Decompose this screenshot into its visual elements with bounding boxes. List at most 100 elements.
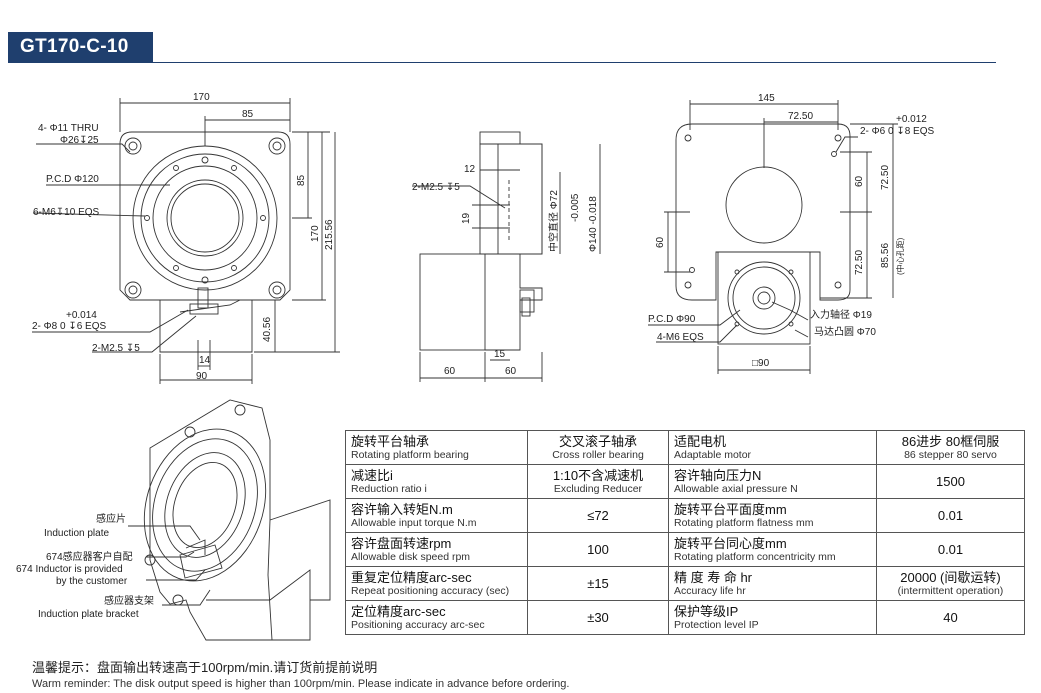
spec-label-zh: 旋转平台平面度mm [674, 501, 787, 517]
spec-value-en: (intermittent operation) [897, 584, 1004, 597]
spec-label-en: Rotating platform bearing [351, 448, 469, 461]
front-thread-note: 6-M6↧10 EQS [33, 207, 100, 218]
spec-label-zh: 旋转平台轴承 [351, 433, 430, 449]
spec-value-zh: 86进步 80框伺服 [901, 433, 1000, 449]
iso-label1-en: Induction plate [44, 528, 109, 539]
front-hole-note-1: 4- Φ11 THRU [38, 123, 99, 134]
rear-pin-tol: +0.012 [896, 114, 927, 125]
spec-value-zh: 20000 (间歇运转) [900, 569, 1001, 585]
spec-label-en: Allowable disk speed rpm [351, 550, 471, 563]
iso-label2-en1: 674 Inductor is provided [16, 564, 123, 575]
rear-dim-8556: 85.56 [880, 243, 891, 268]
spec-label-zh: 精 度 寿 命 hr [674, 569, 753, 585]
rear-dim-7250-v2: 72.50 [854, 250, 865, 275]
spec-label-zh: 容许盘面转速rpm [351, 535, 452, 551]
title-bar [8, 32, 153, 63]
iso-view-drawing [128, 399, 331, 641]
spec-value-en: 86 stepper 80 servo [904, 448, 997, 461]
rear-dim-60b: 60 [655, 236, 666, 248]
spec-label-en: Accuracy life hr [674, 584, 746, 597]
spec-value: ≤72 [587, 507, 609, 523]
iso-label2-en2: by the customer [56, 576, 128, 587]
spec-label-en: Adaptable motor [674, 448, 752, 461]
page-title: GT170-C-10 [20, 36, 129, 57]
spec-label-en: Allowable axial pressure N [674, 482, 798, 495]
spec-label-en: Allowable input torque N.m [351, 516, 477, 529]
spec-value-en: Excluding Reducer [553, 482, 643, 495]
rear-thread-note: 4-M6 EQS [657, 332, 704, 343]
spec-label-en: Reduction ratio i [351, 482, 427, 495]
rear-pin-note: 2- Φ6 0 ↧8 EQS [860, 126, 934, 137]
spec-value-en: Cross roller bearing [552, 448, 644, 461]
front-dim-half-v: 85 [296, 174, 307, 186]
side-od-note: Φ140 -0.018 [588, 196, 599, 252]
front-pcd-note: P.C.D Φ120 [46, 174, 99, 185]
rear-view-drawing [648, 100, 898, 374]
spec-label-en: Rotating platform concentricity mm [674, 550, 836, 563]
front-dim-14: 14 [199, 355, 211, 366]
rear-motor-boss: 马达凸圆 Φ70 [814, 326, 876, 338]
spec-value: 1500 [936, 473, 965, 489]
front-dim-total: 215.56 [324, 219, 335, 250]
spec-label-zh: 保护等级IP [674, 603, 739, 619]
rear-dim-145: 145 [758, 93, 775, 104]
spec-value: 100 [587, 541, 609, 557]
rear-dim-7250: 72.50 [788, 111, 813, 122]
spec-value: ±15 [587, 575, 609, 591]
reminder-zh: 温馨提示：盘面输出转速高于100rpm/min.请订货前提前说明 [32, 660, 378, 675]
spec-label-zh: 重复定位精度arc-sec [351, 569, 472, 585]
spec-label-zh: 容许轴向压力N [674, 467, 762, 483]
spec-label-zh: 适配电机 [674, 433, 727, 449]
side-dim-19: 19 [461, 212, 472, 224]
side-od-tol: -0.005 [570, 193, 581, 222]
iso-label3-en: Induction plate bracket [38, 609, 139, 620]
front-pin-tol: +0.014 [66, 310, 97, 321]
front-dim-height: 170 [310, 225, 321, 242]
iso-label2-zh: 674感应器客户自配 [46, 550, 133, 563]
rear-pcd-note: P.C.D Φ90 [648, 314, 696, 325]
spec-label-en: Positioning accuracy arc-sec [351, 618, 485, 631]
front-view-drawing [32, 98, 340, 384]
front-dim-90: 90 [196, 371, 208, 382]
spec-value: 0.01 [937, 507, 964, 523]
spec-label-zh: 容许输入转矩N.m [351, 501, 453, 517]
iso-label1-zh: 感应片 [96, 512, 126, 525]
rear-center-note: (中心孔距) [895, 237, 905, 275]
front-dim-half: 85 [242, 109, 254, 120]
spec-value-zh: 交叉滚子轴承 [558, 433, 637, 449]
side-m25-note: 2-M2.5 ↧5 [412, 182, 460, 193]
spec-label-zh: 定位精度arc-sec [351, 603, 446, 619]
spec-label-en: Rotating platform flatness mm [674, 516, 814, 529]
spec-label-zh: 减速比i [351, 467, 393, 483]
front-dim-width: 170 [193, 92, 210, 103]
side-view-drawing [412, 131, 601, 382]
side-hollow-note: 中空直径 Φ72 [547, 190, 560, 252]
side-dim-12: 12 [464, 164, 476, 175]
spec-value: ±30 [587, 609, 609, 625]
rear-dim-7250-v1: 72.50 [880, 165, 891, 190]
spec-value: 0.01 [937, 541, 964, 557]
side-dim-60b: 60 [505, 366, 517, 377]
rear-square: □90 [752, 358, 770, 369]
rear-input-shaft: 入力轴径 Φ19 [810, 308, 872, 321]
front-m25-note: 2-M2.5 ↧5 [92, 343, 140, 354]
reminder-en: Warm reminder: The disk output speed is … [32, 678, 570, 690]
rear-dim-60a: 60 [854, 175, 865, 187]
front-pin-note: 2- Φ8 0 ↧6 EQS [32, 321, 106, 332]
iso-label3-zh: 感应器支架 [104, 594, 154, 607]
side-dim-15: 15 [494, 349, 506, 360]
side-dim-60a: 60 [444, 366, 456, 377]
title-underline [8, 62, 996, 63]
spec-label-en: Repeat positioning accuracy (sec) [351, 584, 510, 597]
front-dim-bottom: 40.56 [262, 317, 273, 342]
spec-label-zh: 旋转平台同心度mm [674, 535, 787, 551]
spec-value: 40 [943, 609, 958, 625]
